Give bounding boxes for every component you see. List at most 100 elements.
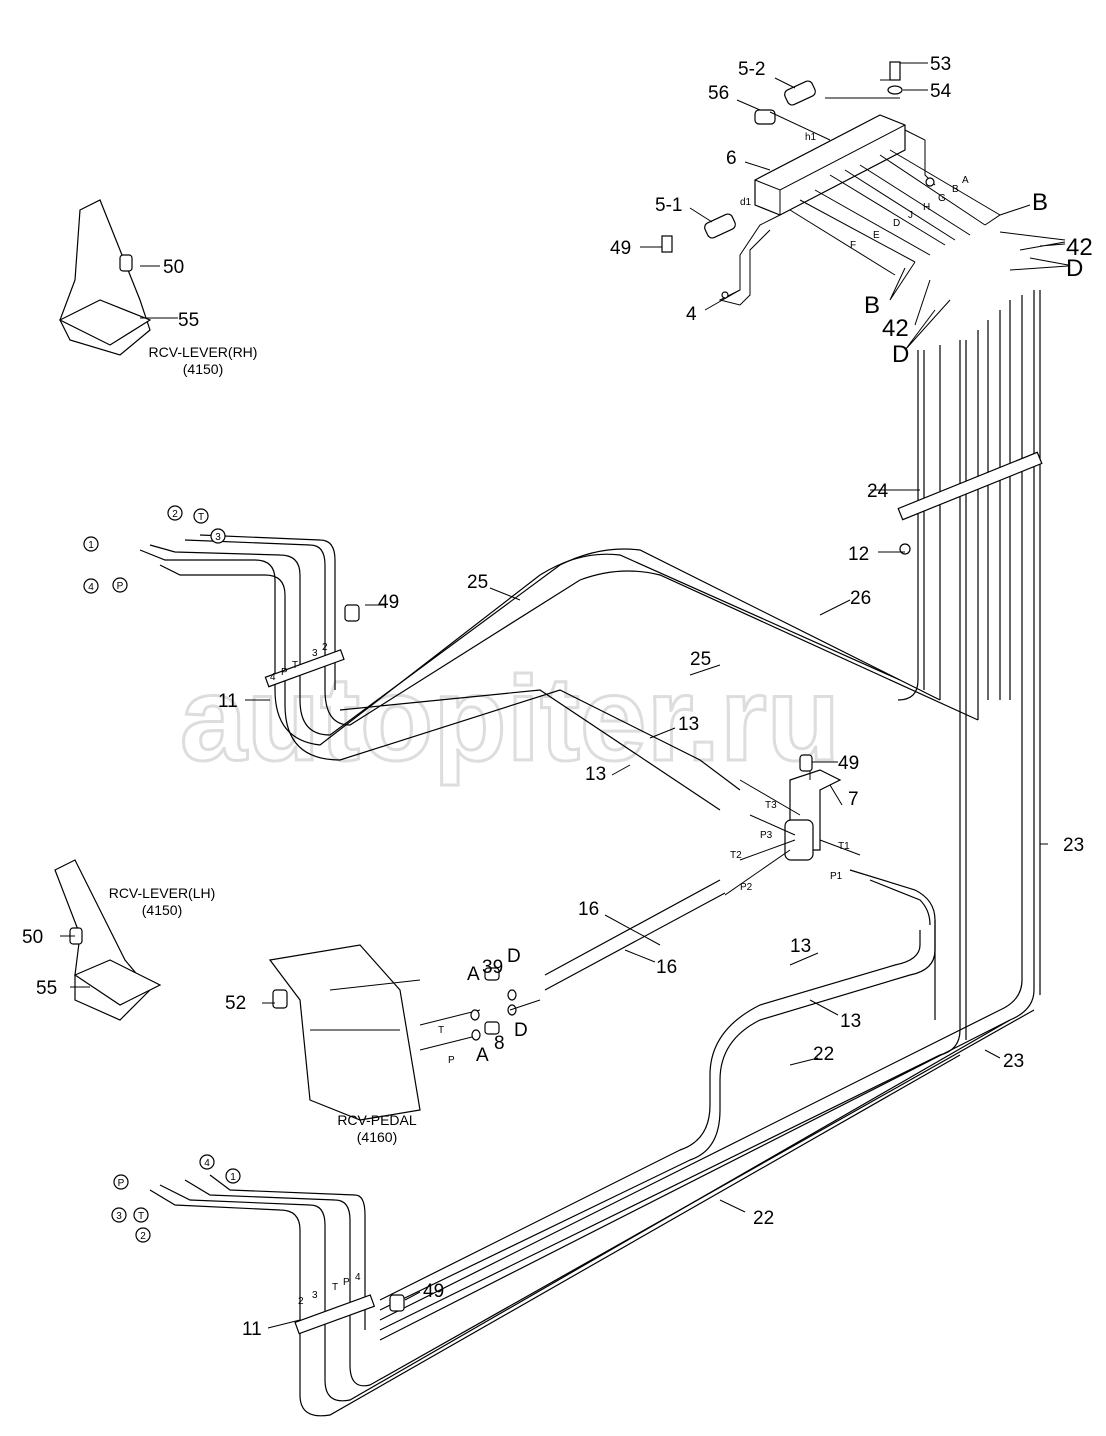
mark: 3 bbox=[312, 1290, 318, 1301]
callout-7: 7 bbox=[848, 789, 859, 810]
callout-26: 26 bbox=[850, 588, 871, 609]
caption-rcv-lever-lh-code: (4150) bbox=[142, 902, 182, 918]
callout-50: 50 bbox=[22, 927, 43, 948]
mark: 4 bbox=[355, 1272, 361, 1283]
port-2: 2 bbox=[172, 509, 178, 520]
callout-23: 23 bbox=[1003, 1051, 1024, 1072]
port-p: P bbox=[117, 581, 124, 592]
callout-22: 22 bbox=[813, 1044, 834, 1065]
port-leaders bbox=[769, 79, 1001, 276]
callout-54: 54 bbox=[930, 81, 952, 102]
port-p2: P2 bbox=[740, 882, 753, 893]
group-labels: B 42 D B 42 D bbox=[864, 189, 1093, 368]
port-e: E bbox=[873, 230, 880, 241]
callout-13: 13 bbox=[678, 714, 699, 735]
port-t: T bbox=[138, 1211, 144, 1222]
port-g: G bbox=[938, 193, 946, 204]
port-h: H bbox=[923, 202, 930, 213]
port-t3: T3 bbox=[765, 800, 777, 811]
caption-rcv-lever-rh: RCV-LEVER(RH) bbox=[149, 344, 258, 360]
mark: 2 bbox=[322, 642, 328, 653]
port-3: 3 bbox=[116, 1211, 122, 1222]
callout-5-2: 5-2 bbox=[738, 59, 765, 80]
tube-bundle-lh-lever bbox=[149, 1009, 1035, 1417]
callout-5-1: 5-1 bbox=[655, 195, 682, 216]
group-d: D bbox=[892, 341, 909, 368]
port-p1: P1 bbox=[830, 871, 843, 882]
callout-49: 49 bbox=[838, 753, 859, 774]
callout-49: 49 bbox=[378, 592, 399, 613]
mark: 4 bbox=[270, 672, 276, 683]
callout-24: 24 bbox=[867, 481, 889, 502]
mark: T bbox=[332, 1282, 338, 1293]
group-b: B bbox=[1032, 189, 1048, 216]
caption-rcv-lever-lh: RCV-LEVER(LH) bbox=[109, 885, 216, 901]
port-4: 4 bbox=[88, 582, 94, 593]
callout-22: 22 bbox=[753, 1208, 774, 1229]
caption-rcv-lever-rh-code: (4150) bbox=[183, 361, 223, 377]
port-1: 1 bbox=[230, 1172, 236, 1183]
mark: 3 bbox=[312, 648, 318, 659]
port-3: 3 bbox=[215, 532, 221, 543]
callout-55: 55 bbox=[178, 310, 199, 331]
port-d1: d1 bbox=[740, 197, 752, 208]
mark: T bbox=[292, 660, 298, 671]
bundle-marks: 4 P T 3 2 2 3 T P 4 bbox=[270, 642, 361, 1307]
port-t: T bbox=[438, 1025, 444, 1036]
manifold-block-6 bbox=[718, 114, 936, 306]
callout-a: A bbox=[476, 1045, 489, 1066]
port-t1: T1 bbox=[838, 841, 850, 852]
circled-ports-lh: P 4 1 3 T 2 bbox=[111, 1154, 241, 1243]
callout-a: A bbox=[467, 964, 480, 985]
callout-52: 52 bbox=[225, 993, 246, 1014]
port-t2: T2 bbox=[730, 850, 742, 861]
caption-rcv-pedal-code: (4160) bbox=[357, 1129, 397, 1145]
callout-50: 50 bbox=[163, 257, 184, 278]
port-p3: P3 bbox=[760, 830, 773, 841]
caption-rcv-pedal: RCV-PEDAL bbox=[337, 1112, 417, 1128]
callout-16: 16 bbox=[578, 899, 599, 920]
port-t: T bbox=[198, 512, 204, 523]
tube-bundle-right bbox=[379, 290, 1043, 1341]
callout-labels: 53 54 5-2 56 6 5-1 49 4 50 55 RCV-LEVER(… bbox=[22, 54, 1084, 1340]
port-d: D bbox=[893, 218, 900, 229]
bolts-49 bbox=[69, 254, 813, 1312]
callout-53: 53 bbox=[930, 54, 951, 75]
rcv-lever-rh bbox=[58, 199, 152, 356]
fittings-top bbox=[661, 61, 903, 253]
callout-16: 16 bbox=[656, 957, 677, 978]
rcv-lever-lh bbox=[54, 859, 162, 1021]
mark: P bbox=[343, 1277, 350, 1288]
port-p: P bbox=[118, 1178, 125, 1189]
port-2: 2 bbox=[140, 1231, 146, 1242]
callout-23: 23 bbox=[1063, 835, 1084, 856]
callout-25: 25 bbox=[690, 649, 711, 670]
callout-25: 25 bbox=[467, 572, 488, 593]
group-b: B bbox=[864, 292, 880, 319]
callout-11: 11 bbox=[242, 1319, 262, 1340]
circled-ports-rh: 1 2 T 3 4 P bbox=[83, 505, 226, 594]
rcv-pedal bbox=[268, 944, 481, 1121]
callout-49: 49 bbox=[423, 1281, 444, 1302]
callout-d: D bbox=[514, 1020, 528, 1041]
port-p: P bbox=[448, 1055, 455, 1066]
group-42: 42 bbox=[1066, 234, 1093, 261]
callout-11: 11 bbox=[218, 691, 238, 712]
block-valve-7 bbox=[379, 760, 936, 1311]
port-1: 1 bbox=[88, 540, 94, 551]
port-f: F bbox=[850, 240, 856, 251]
mark: P bbox=[281, 667, 288, 678]
callout-6: 6 bbox=[726, 148, 737, 169]
group-42: 42 bbox=[882, 315, 909, 342]
port-4: 4 bbox=[204, 1158, 210, 1169]
adapters-8-39 bbox=[470, 967, 517, 1041]
tube-bundle-rh-lever bbox=[139, 534, 979, 811]
callout-8: 8 bbox=[494, 1033, 505, 1054]
callout-13: 13 bbox=[585, 764, 606, 785]
callout-56: 56 bbox=[708, 83, 729, 104]
callout-leaders bbox=[60, 62, 1048, 1329]
callout-55: 55 bbox=[36, 978, 57, 999]
callout-4: 4 bbox=[686, 304, 697, 325]
